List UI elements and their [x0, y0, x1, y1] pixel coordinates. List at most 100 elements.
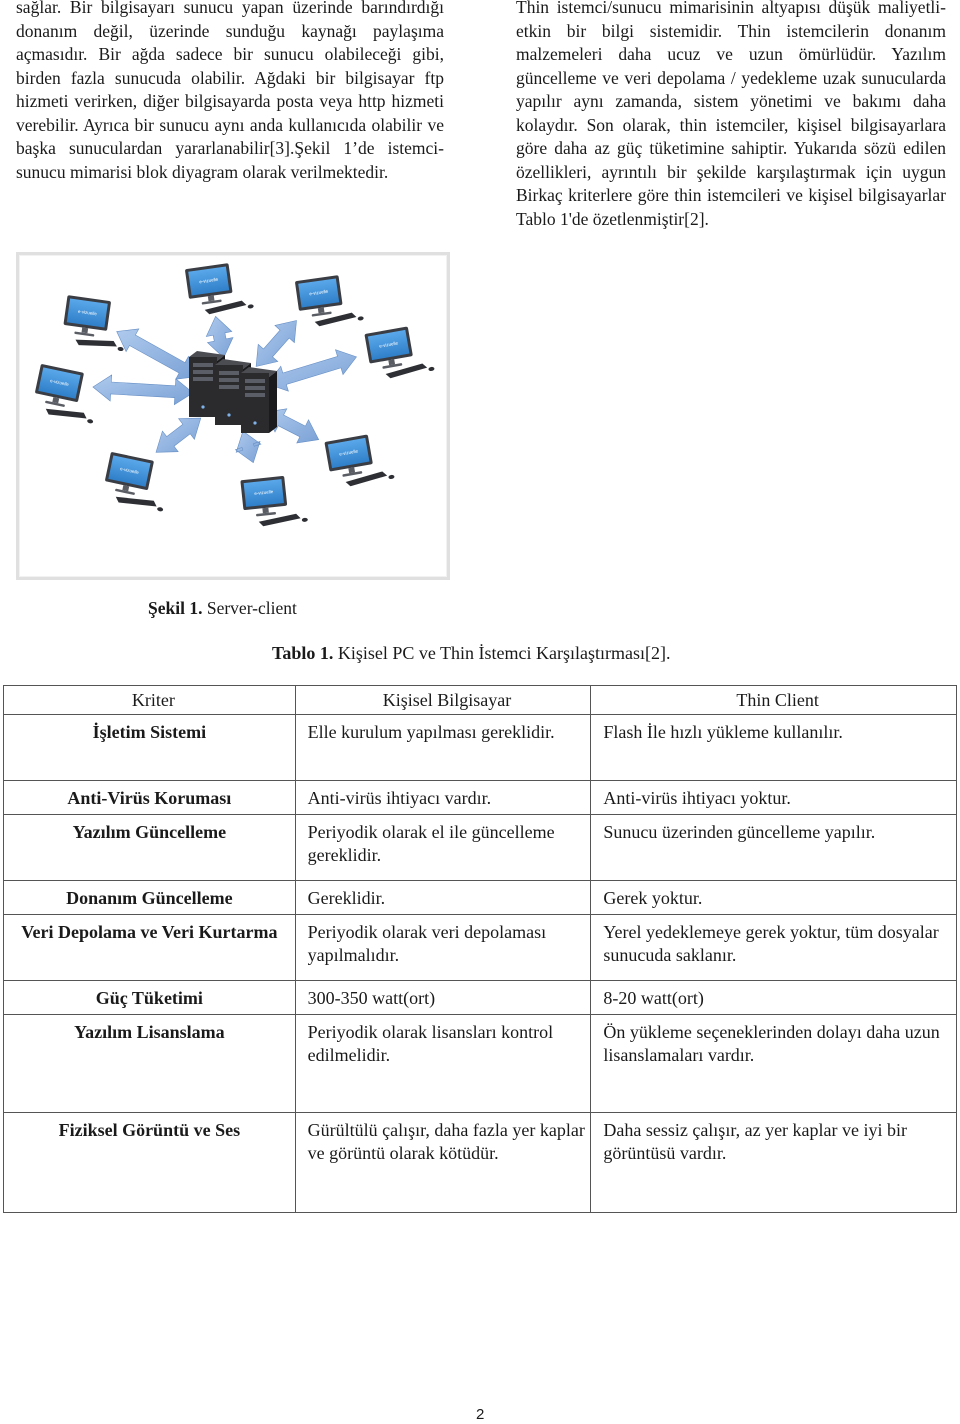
- monitor-base: [311, 311, 332, 317]
- criterion-cell: Veri Depolama ve Veri Kurtarma: [3, 914, 296, 981]
- table-caption-label: Tablo 1.: [272, 643, 334, 663]
- keyboard: [115, 496, 157, 507]
- client-computer-icon: e-vizuelle: [105, 452, 164, 512]
- double-arrow: [255, 320, 297, 367]
- client-computer-icon: e-vizuelle: [364, 326, 435, 379]
- pc-cell: Periyodik olarak lisansları kontrol edil…: [294, 1014, 592, 1113]
- keyboard: [314, 312, 357, 327]
- monitor-screen: [188, 266, 230, 296]
- drive-bay: [245, 379, 265, 383]
- header-personal-computer: Kişisel Bilgisayar: [294, 685, 592, 715]
- drive-bay: [219, 378, 239, 382]
- keyboard: [45, 408, 87, 419]
- monitor-screen: [108, 455, 151, 487]
- keyboard: [385, 363, 428, 379]
- double-arrow: [266, 349, 357, 392]
- table-caption: Tablo 1. Kişisel PC ve Thin İstemci Karş…: [272, 643, 671, 664]
- double-arrow: [234, 430, 262, 464]
- monitor-base: [201, 299, 222, 305]
- screen-label: e-vizuelle: [78, 309, 98, 317]
- page-number: 2: [476, 1406, 485, 1423]
- monitor-base: [256, 511, 276, 517]
- table-row: Anti-Virüs Koruması Anti-virüs ihtiyacı …: [3, 780, 957, 815]
- criterion-cell: Güç Tüketimi: [3, 980, 296, 1015]
- double-arrow: [155, 417, 202, 453]
- monitor-stand: [207, 295, 215, 302]
- screen-label: e-vizuelle: [199, 277, 219, 285]
- screen-label: e-vizuelle: [339, 448, 359, 456]
- right-column-text: Thin istemci/sunucu mimarisinin altyapıs…: [516, 0, 946, 231]
- monitor-base: [382, 363, 403, 369]
- table-row: Güç Tüketimi 300-350 watt(ort) 8-20 watt…: [3, 980, 957, 1015]
- drive-bay: [219, 371, 239, 375]
- thin-client-cell: Daha sessiz çalışır, az yer kaplar ve iy…: [590, 1112, 957, 1213]
- keyboard: [75, 339, 117, 347]
- figure-caption-label: Şekil 1.: [148, 598, 203, 618]
- monitor-base: [74, 331, 95, 337]
- keyboard: [345, 471, 388, 487]
- monitor-screen: [298, 278, 340, 308]
- monitor-stand: [317, 307, 325, 314]
- mouse: [247, 304, 254, 309]
- server-client-diagram: e-vizuelle e-vizuelle e-vizuelle e-vizuelle…: [35, 263, 435, 527]
- criterion-cell: Anti-Virüs Koruması: [3, 780, 296, 815]
- mouse: [428, 366, 435, 371]
- table-row: Donanım Güncelleme Gereklidir. Gerek yok…: [3, 880, 957, 915]
- mouse: [301, 517, 308, 522]
- monitor-screen: [38, 367, 81, 399]
- header-thin-client: Thin Client: [590, 685, 957, 715]
- left-column-text: sağlar. Bir bilgisayarı sunucu yapan üze…: [16, 0, 444, 184]
- mouse: [157, 507, 164, 512]
- pc-cell: Gürültülü çalışır, daha fazla yer kaplar…: [294, 1112, 592, 1213]
- pc-cell: Periyodik olarak el ile güncelleme gerek…: [294, 814, 592, 881]
- monitor-screen: [327, 437, 370, 469]
- pc-cell: Periyodik olarak veri depolaması yapılma…: [294, 914, 592, 981]
- power-led: [253, 421, 257, 425]
- double-arrow: [92, 374, 194, 406]
- monitor-base: [342, 471, 363, 477]
- screen-label: e-vizuelle: [120, 466, 140, 475]
- mouse: [388, 474, 395, 479]
- criterion-cell: Donanım Güncelleme: [3, 880, 296, 915]
- drive-bay: [193, 377, 213, 381]
- keyboard: [204, 300, 247, 315]
- double-arrow: [116, 328, 199, 380]
- monitor-base: [115, 488, 135, 495]
- table-caption-text: Kişisel PC ve Thin İstemci Karşılaştırma…: [333, 643, 671, 663]
- server-tower-icon: [241, 367, 277, 433]
- comparison-table: Kriter Kişisel Bilgisayar Thin Client İş…: [3, 685, 957, 1213]
- thin-client-cell: Flash İle hızlı yükleme kullanılır.: [590, 714, 957, 781]
- monitor-stand: [122, 485, 130, 492]
- client-computer-icon: e-vizuelle: [295, 275, 364, 327]
- monitor-screen: [66, 298, 108, 328]
- pc-cell: Anti-virüs ihtiyacı vardır.: [294, 780, 592, 815]
- monitor-stand: [81, 327, 89, 334]
- client-computer-icon: e-vizuelle: [185, 263, 254, 315]
- screen-label: e-vizuelle: [50, 378, 70, 387]
- screen-label: e-vizuelle: [254, 489, 274, 496]
- thin-client-cell: Gerek yoktur.: [590, 880, 957, 915]
- table-row: İşletim Sistemi Elle kurulum yapılması g…: [3, 714, 957, 781]
- mouse: [87, 419, 94, 424]
- left-paragraph: sağlar. Bir bilgisayarı sunucu yapan üze…: [16, 0, 444, 182]
- monitor-base: [45, 400, 65, 407]
- double-arrow: [264, 408, 320, 444]
- thin-client-cell: Sunucu üzerinden güncelleme yapılır.: [590, 814, 957, 881]
- criterion-cell: Fiziksel Görüntü ve Ses: [3, 1112, 296, 1213]
- thin-client-cell: 8-20 watt(ort): [590, 980, 957, 1015]
- client-computer-icon: e-vizuelle: [35, 364, 94, 424]
- table-row: Fiziksel Görüntü ve Ses Gürültülü çalışı…: [3, 1112, 957, 1213]
- drive-bay: [219, 385, 239, 389]
- criterion-cell: Yazılım Lisanslama: [3, 1014, 296, 1113]
- monitor-stand: [52, 397, 60, 404]
- keyboard: [258, 513, 301, 527]
- header-criterion: Kriter: [3, 685, 296, 715]
- monitor-stand: [262, 507, 269, 514]
- monitor-screen: [243, 479, 284, 507]
- pc-cell: Elle kurulum yapılması gereklidir.: [294, 714, 592, 781]
- monitor-screen: [367, 329, 410, 361]
- pc-cell: Gereklidir.: [294, 880, 592, 915]
- screen-label: e-vizuelle: [309, 289, 329, 297]
- figure-caption-text: Server-client: [202, 598, 297, 618]
- mouse: [357, 316, 364, 321]
